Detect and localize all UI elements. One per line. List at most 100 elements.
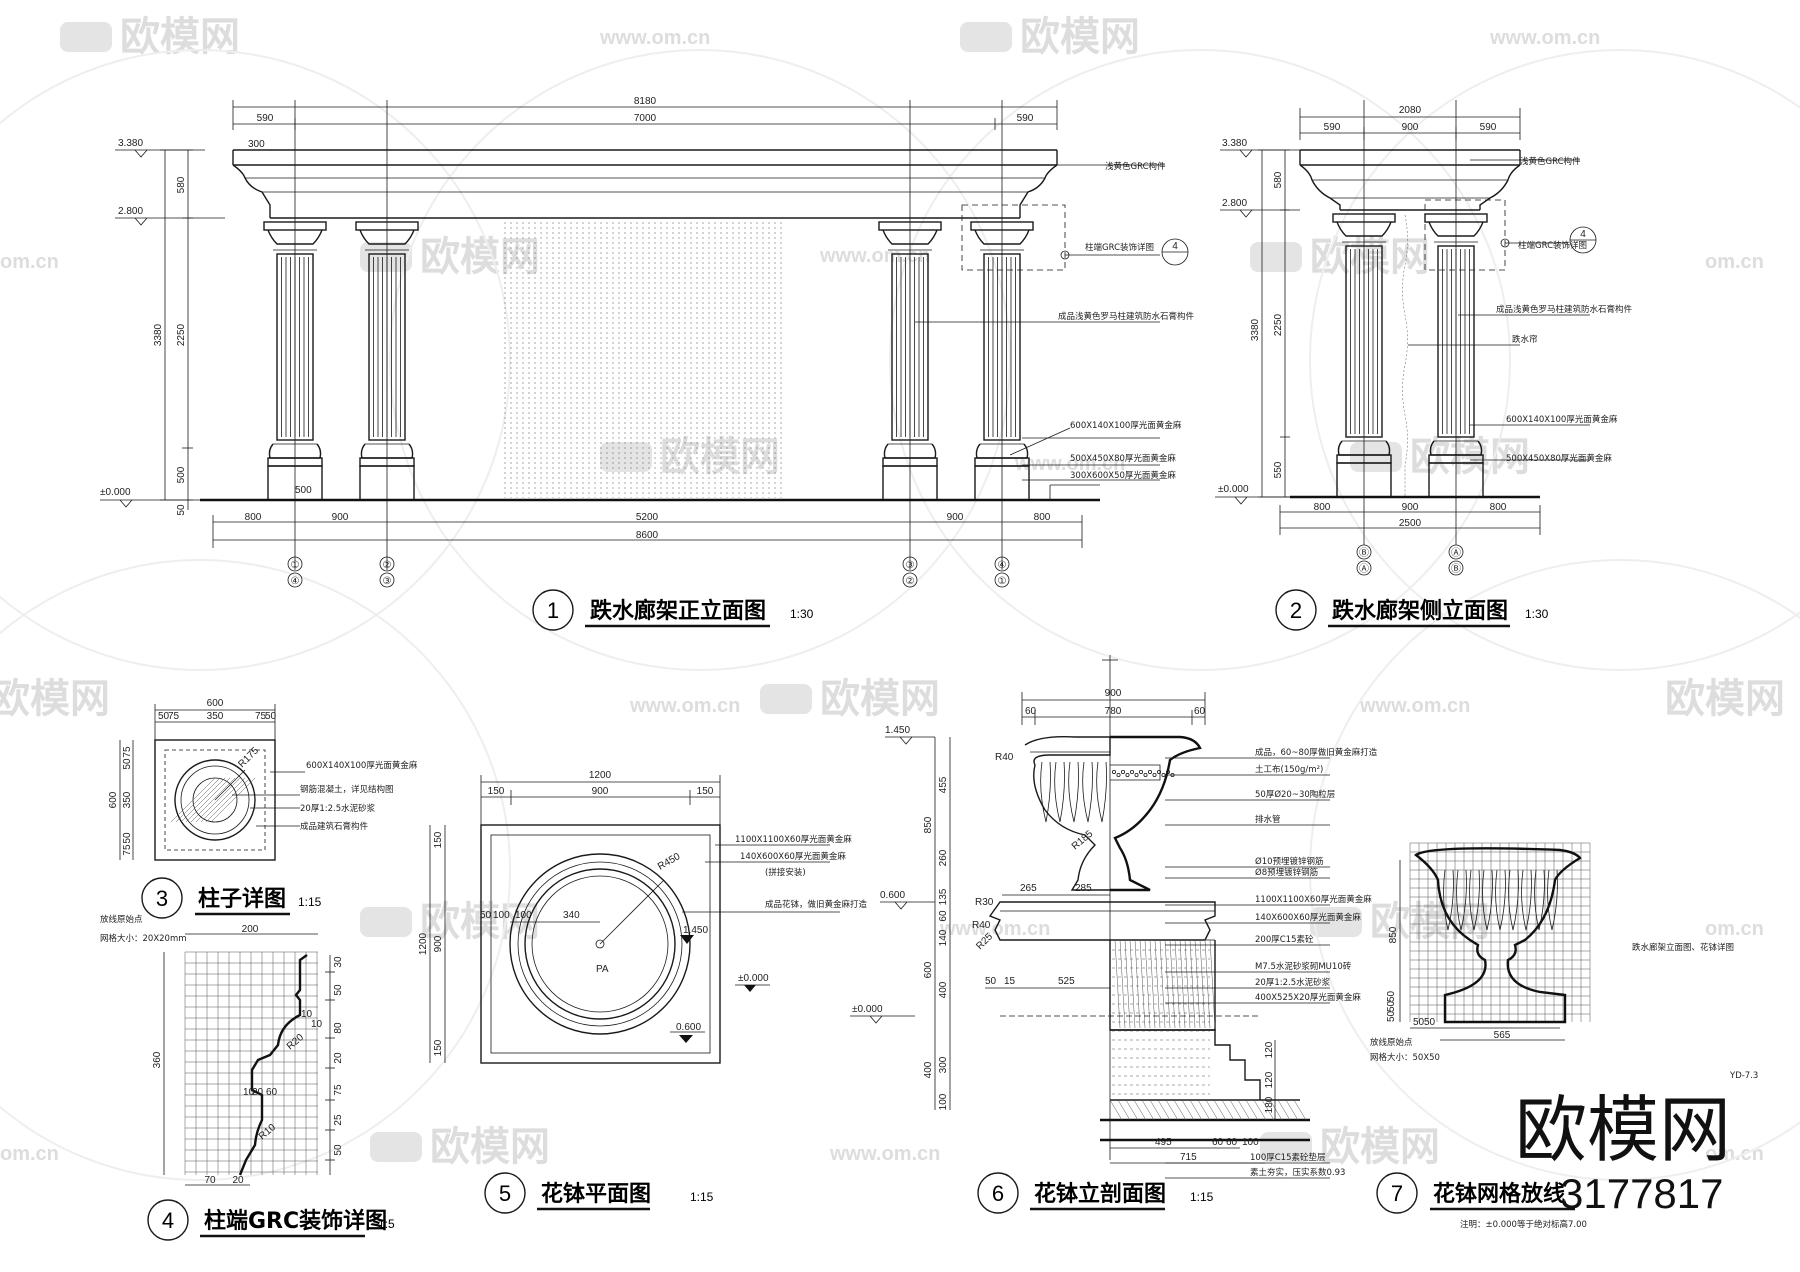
col-dim-l2: 50 [122,758,133,770]
sec-d9: 60 [1226,1137,1238,1148]
side-callout-num: 4 [1580,229,1586,240]
front-dim-bot-5: 800 [1034,512,1051,523]
v7-number: 7 [1391,1181,1403,1206]
front-dim-bot-3: 5200 [636,512,659,523]
col-note-3: 20厚1:2.5水泥砂浆 [300,803,376,814]
sec-dim-t3: 60 [1194,706,1206,717]
sec-r4: R40 [972,920,991,931]
sec-d4: 15 [1004,976,1016,987]
brand-logo-text: 欧模网 [1515,1088,1731,1172]
grc-rdim-1: 30 [333,956,344,968]
plan-dim-l2: 900 [433,935,444,952]
front-note-6: 300X600X50厚光面黄金麻 [1070,470,1176,481]
side-axis-top-1-ring [1356,544,1372,560]
pg-dim-left: 850 [1388,926,1399,943]
watermark-arc-0 [0,49,511,671]
front-dim-bot-total: 8600 [636,530,659,541]
side-note-2: 柱端GRC装饰详图 [1518,240,1587,251]
watermark-logo-8 [1310,907,1362,937]
side-axis-top-2: Ⓐ [1451,547,1461,559]
front-dim-300: 300 [248,139,265,150]
planter-plan: 1200 150 900 150 1200 150 900 150 R450 5… [418,770,868,1214]
plan-note-1: 1100X1100X60厚光面黄金麻 [735,834,852,845]
watermark-logo-4 [600,442,652,472]
pg-dim-bs1: 50 [1413,1017,1425,1028]
pg-dim-ls3: 50 [1386,1010,1397,1022]
col-note-4: 成品建筑石膏构件 [300,821,369,832]
col-note-1: 600X140X100厚光面黄金麻 [306,760,418,771]
plan-radius: R450 [656,851,683,873]
sec-level-1: 1.450 [885,725,910,736]
front-dim-bot-1: 800 [245,512,262,523]
sec-dim-i5: 140 [938,929,949,946]
watermark-url-1: www.om.cn [1489,27,1600,49]
v3-number: 3 [156,886,168,911]
sec-r3: R30 [975,897,994,908]
plan-note-2: 140X600X60厚光面黄金麻 [740,851,846,862]
v2-scale: 1:30 [1525,607,1549,621]
plan-center: PA [596,964,609,975]
sec-dim-t2: 780 [1105,706,1122,717]
watermark-logo-1 [960,22,1012,52]
sec-dim-i7: 300 [938,1056,949,1073]
v5-title: 花钵平面图 [541,1181,651,1207]
front-axis-bot-4: ① [998,576,1007,587]
front-axis-top-1: ① [291,560,300,571]
watermark-brand-1: 欧模网 [1020,14,1140,60]
sec-level-3: ±0.000 [852,1004,883,1015]
sec-d13: 180 [1264,1096,1275,1113]
watermark-url-5: www.om.cn [829,1143,940,1165]
sec-dim-o1: 850 [923,816,934,833]
plan-dim-l1: 150 [433,831,444,848]
sec-dim-top: 900 [1105,688,1122,699]
front-note-3: 成品浅黄色罗马柱建筑防水石膏构件 [1058,311,1195,322]
pg-note-2: 网格大小：50X50 [1370,1052,1440,1063]
col-note-2: 钢筋混凝土，详见结构图 [300,784,394,795]
sec-note-2: 土工布(150g/m²) [1255,764,1323,775]
grc-inner-4: 10 [301,1009,313,1020]
v4-number: 4 [162,1208,174,1233]
sec-note-4: 排水管 [1255,814,1281,825]
grc-detail: 放线原始点 网格大小：20X20mm 200 360 3050802075255… [100,914,395,1241]
grc-grid [184,951,318,1175]
sec-d1: 265 [1020,883,1037,894]
front-dim-top-1: 590 [257,113,274,124]
front-note-2: 柱端GRC装饰详图 [1085,242,1154,253]
brand-id: 3177817 [1560,1170,1724,1217]
side-level-zero: ±0.000 [1218,484,1249,495]
col-dim-top: 600 [207,698,224,709]
sec-dim-i4: 60 [938,910,949,922]
watermark-arc-1 [389,49,1011,671]
front-callout-num: 4 [1172,241,1178,252]
plan-level-2: ±0.000 [738,973,769,984]
front-axis-top-4: ④ [998,560,1007,571]
sec-note-5: Ø10预埋镀锌钢筋 [1255,856,1324,867]
v6-title: 花钵立剖面图 [1034,1181,1166,1207]
grc-inner-1: 10 [243,1087,255,1098]
plan-level-3: 0.600 [676,1022,701,1033]
plan-dim-top: 1200 [589,770,612,781]
plan-note-3: (拼接安装) [765,867,806,878]
front-note-1: 浅黄色GRC构件 [1105,161,1166,172]
front-note-4: 600X140X100厚光面黄金麻 [1070,420,1182,431]
side-dim-bot-2: 900 [1402,502,1419,513]
v5-number: 5 [499,1181,511,1206]
grc-dim-bot-1: 70 [204,1175,216,1186]
grc-inner-r20: R20 [285,1032,306,1053]
front-axis-bot-1-ring [287,572,303,588]
front-level-mid: 2.800 [118,206,143,217]
grc-rdim-2: 50 [333,984,344,996]
side-dim-bot-1: 800 [1314,502,1331,513]
front-axis-bot-3: ② [906,576,915,587]
side-dim-top-3: 590 [1480,122,1497,133]
front-dim-top-total: 8180 [634,96,657,107]
side-axis-bot-2-ring [1448,560,1464,576]
front-axis-top-2: ② [383,560,392,571]
side-axis-top-2-ring [1448,544,1464,560]
front-callout-box [961,204,1066,271]
col-dim-t5: 50 [265,711,277,722]
v4-title: 柱端GRC装饰详图 [204,1208,387,1234]
grc-note-1: 放线原始点 [100,914,143,925]
v5-scale: 1:15 [690,1190,714,1204]
sheet-note: 注明：±0.000等于绝对标高7.00 [1460,1219,1587,1230]
